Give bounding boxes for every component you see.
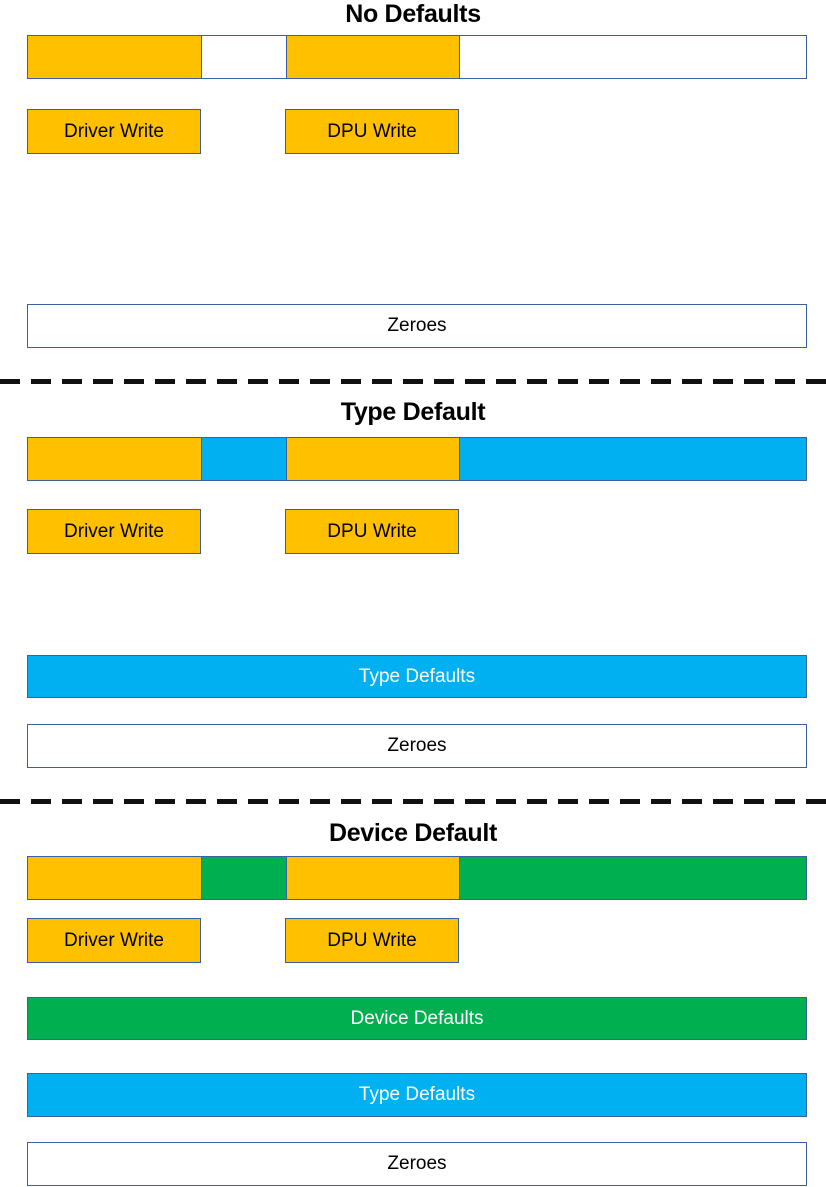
memory-bar-type-default xyxy=(27,437,807,481)
segment-type-default-rest xyxy=(460,438,806,480)
zeroes-bar: Zeroes xyxy=(27,724,807,768)
device-defaults-bar: Device Defaults xyxy=(27,997,807,1040)
segment-dpu-write xyxy=(286,857,460,899)
type-defaults-bar: Type Defaults xyxy=(27,655,807,698)
type-defaults-bar: Type Defaults xyxy=(27,1073,807,1117)
driver-write-legend: Driver Write xyxy=(27,109,201,154)
segment-unwritten-rest xyxy=(460,36,806,78)
section-divider xyxy=(0,379,826,384)
dpu-write-legend: DPU Write xyxy=(285,918,459,963)
section-title-no-defaults: No Defaults xyxy=(345,0,481,28)
segment-type-default-gap xyxy=(202,438,286,480)
memory-bar-device-default xyxy=(27,856,807,900)
section-title-device-default: Device Default xyxy=(328,819,498,847)
dpu-write-legend: DPU Write xyxy=(285,109,459,154)
zeroes-bar: Zeroes xyxy=(27,1142,807,1186)
segment-driver-write xyxy=(28,36,202,78)
segment-device-default-gap xyxy=(202,857,286,899)
driver-write-legend: Driver Write xyxy=(27,509,201,554)
section-divider xyxy=(0,799,826,804)
driver-write-legend: Driver Write xyxy=(27,918,201,963)
segment-dpu-write xyxy=(286,36,460,78)
dpu-write-legend: DPU Write xyxy=(285,509,459,554)
segment-driver-write xyxy=(28,438,202,480)
segment-driver-write xyxy=(28,857,202,899)
segment-dpu-write xyxy=(286,438,460,480)
memory-bar-no-defaults xyxy=(27,35,807,79)
segment-device-default-rest xyxy=(460,857,806,899)
segment-unwritten-gap xyxy=(202,36,286,78)
zeroes-bar: Zeroes xyxy=(27,304,807,348)
section-title-type-default: Type Default xyxy=(340,398,486,426)
